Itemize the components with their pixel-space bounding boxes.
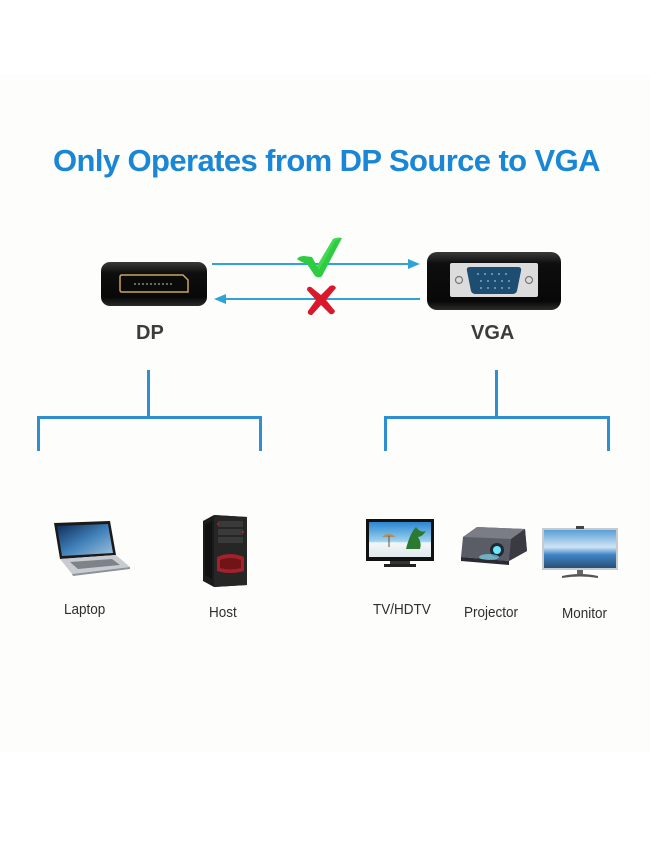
device-label-monitor: Monitor [562,605,608,622]
device-label-tv: TV/HDTV [373,601,431,618]
desktop-tower-icon [200,513,250,589]
page-title: Only Operates from DP Source to VGA [53,143,601,178]
background-panel [0,75,650,752]
checkmark-icon [295,236,345,280]
cross-icon [304,284,338,316]
tv-icon [366,519,434,569]
laptop-icon [46,519,132,577]
projector-icon [457,525,529,567]
dp-label: DP [136,322,164,344]
monitor-icon [542,526,618,580]
displayport-connector-icon [100,261,208,307]
device-label-laptop: Laptop [64,601,106,618]
vga-label: VGA [471,322,515,344]
device-label-host: Host [209,604,237,621]
device-label-projector: Projector [464,604,519,621]
vga-connector-icon [426,251,562,311]
